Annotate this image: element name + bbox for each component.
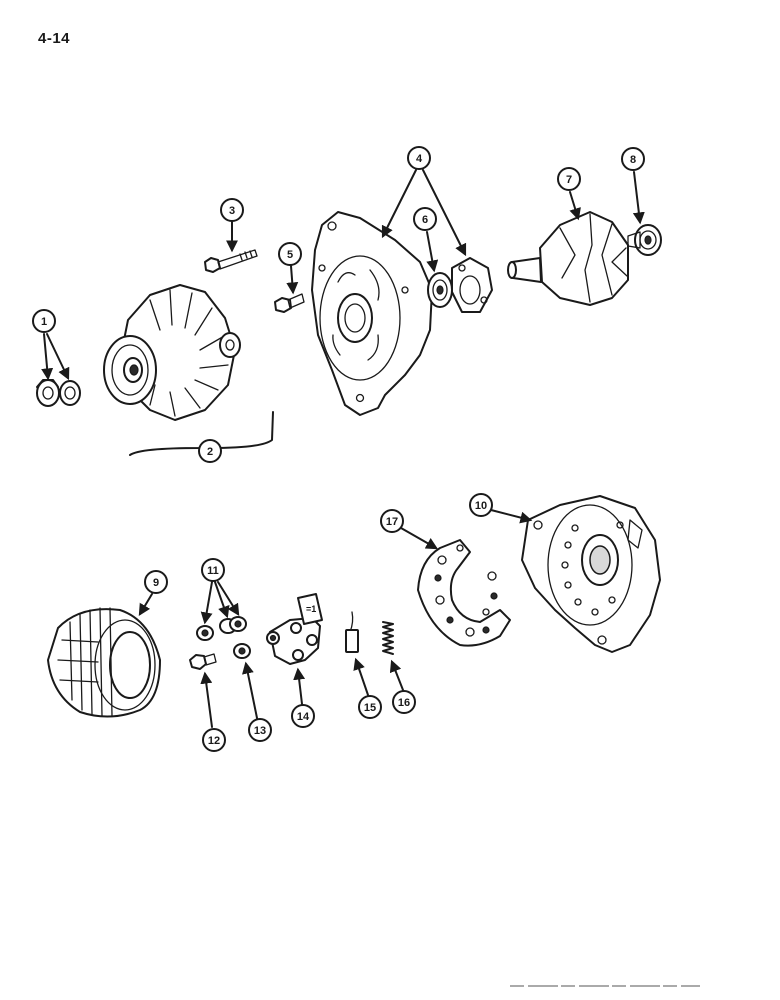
callout-5: 5 — [278, 242, 302, 266]
part-7-rotor — [507, 191, 629, 306]
callout-14: 14 — [291, 704, 315, 728]
svg-text:=1: =1 — [306, 604, 316, 614]
svg-text:7: 7 — [566, 174, 572, 186]
svg-text:2: 2 — [207, 446, 213, 458]
svg-text:6: 6 — [422, 214, 428, 226]
part-8-bearing — [627, 171, 662, 256]
svg-text:4: 4 — [416, 153, 423, 165]
part-6-bearing — [426, 231, 453, 308]
part-9-stator — [47, 593, 161, 718]
callout-3: 3 — [220, 198, 244, 222]
svg-text:15: 15 — [364, 702, 376, 714]
part-4-drive-end-housing — [311, 169, 493, 416]
svg-text:12: 12 — [208, 735, 220, 747]
callout-15: 15 — [358, 695, 382, 719]
svg-text:10: 10 — [475, 500, 487, 512]
callout-10: 10 — [469, 493, 493, 517]
callout-9: 9 — [144, 570, 168, 594]
svg-text:16: 16 — [398, 697, 410, 709]
callout-2: 2 — [198, 439, 222, 463]
part-15-brush — [345, 611, 369, 696]
callout-13: 13 — [248, 718, 272, 742]
svg-text:3: 3 — [229, 205, 235, 217]
svg-text:5: 5 — [287, 249, 293, 261]
svg-text:14: 14 — [297, 711, 310, 723]
part-2-pulley-fan — [103, 284, 274, 456]
svg-text:17: 17 — [386, 516, 398, 528]
callout-7: 7 — [557, 167, 581, 191]
part-3-through-bolt — [204, 221, 258, 273]
part-11-terminal-nuts — [196, 581, 247, 641]
part-1-nut-washer — [36, 333, 81, 407]
svg-text:8: 8 — [630, 154, 636, 166]
callout-labels: 1 2 3 4 5 6 7 8 9 10 11 12 13 14 15 16 1… — [32, 146, 645, 752]
svg-text:9: 9 — [153, 577, 159, 589]
callout-4: 4 — [407, 146, 431, 170]
part-17-rectifier — [400, 527, 511, 647]
callout-16: 16 — [392, 690, 416, 714]
callout-6: 6 — [413, 207, 437, 231]
page-number: 4-14 — [38, 30, 71, 47]
part-16-spring — [382, 621, 404, 691]
part-10-slip-ring-end-housing — [490, 495, 661, 653]
svg-text:1: 1 — [41, 316, 47, 328]
svg-text:11: 11 — [207, 565, 219, 577]
callout-11: 11 — [201, 558, 225, 582]
part-13-terminal-nut — [233, 643, 258, 719]
part-14-regulator: =1 — [266, 593, 323, 705]
callout-1: 1 — [32, 309, 56, 333]
svg-text:13: 13 — [254, 725, 266, 737]
part-5-screw — [274, 265, 305, 313]
callout-12: 12 — [202, 728, 226, 752]
callout-17: 17 — [380, 509, 404, 533]
part-12-terminal-stud — [189, 653, 217, 728]
callout-8: 8 — [621, 147, 645, 171]
